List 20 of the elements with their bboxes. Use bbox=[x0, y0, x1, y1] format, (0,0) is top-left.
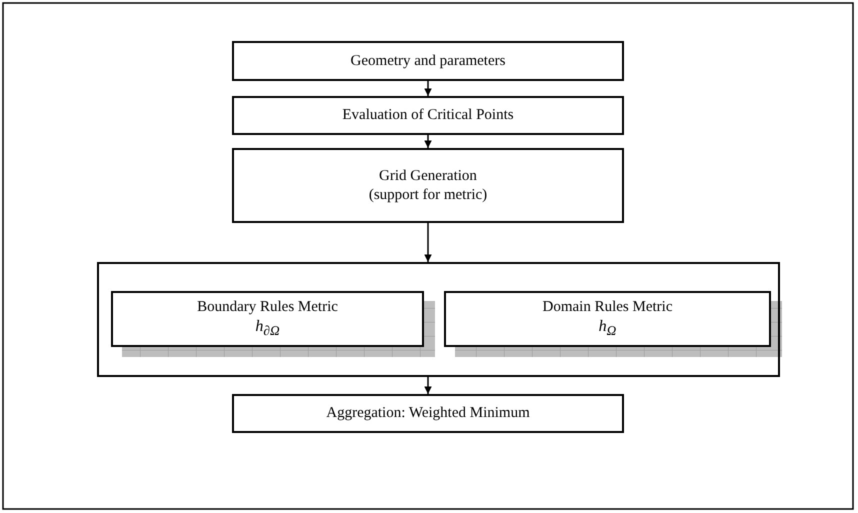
box-label: Aggregation: Weighted Minimum bbox=[326, 404, 530, 423]
math-symbol: h$_{Ω}$ bbox=[598, 316, 616, 340]
process-box bbox=[111, 291, 424, 347]
box-label: Domain Rules Metric bbox=[542, 298, 672, 317]
process-box bbox=[232, 96, 624, 135]
arrow bbox=[424, 81, 432, 96]
arrow bbox=[424, 377, 432, 394]
box-label: Geometry and parameters bbox=[350, 52, 506, 70]
arrow bbox=[424, 135, 432, 148]
group-box bbox=[97, 262, 780, 377]
box-label: Evaluation of Critical Points bbox=[342, 106, 514, 125]
process-box bbox=[232, 148, 624, 223]
process-box bbox=[232, 41, 624, 81]
box-label: Boundary Rules Metric bbox=[197, 298, 338, 317]
math-symbol: h$_{∂Ω}$ bbox=[255, 316, 280, 340]
box-label: Grid Generation bbox=[379, 166, 477, 186]
process-box bbox=[232, 394, 624, 433]
process-box bbox=[444, 291, 771, 347]
box-label: (support for metric) bbox=[368, 186, 488, 204]
arrow bbox=[424, 223, 432, 262]
